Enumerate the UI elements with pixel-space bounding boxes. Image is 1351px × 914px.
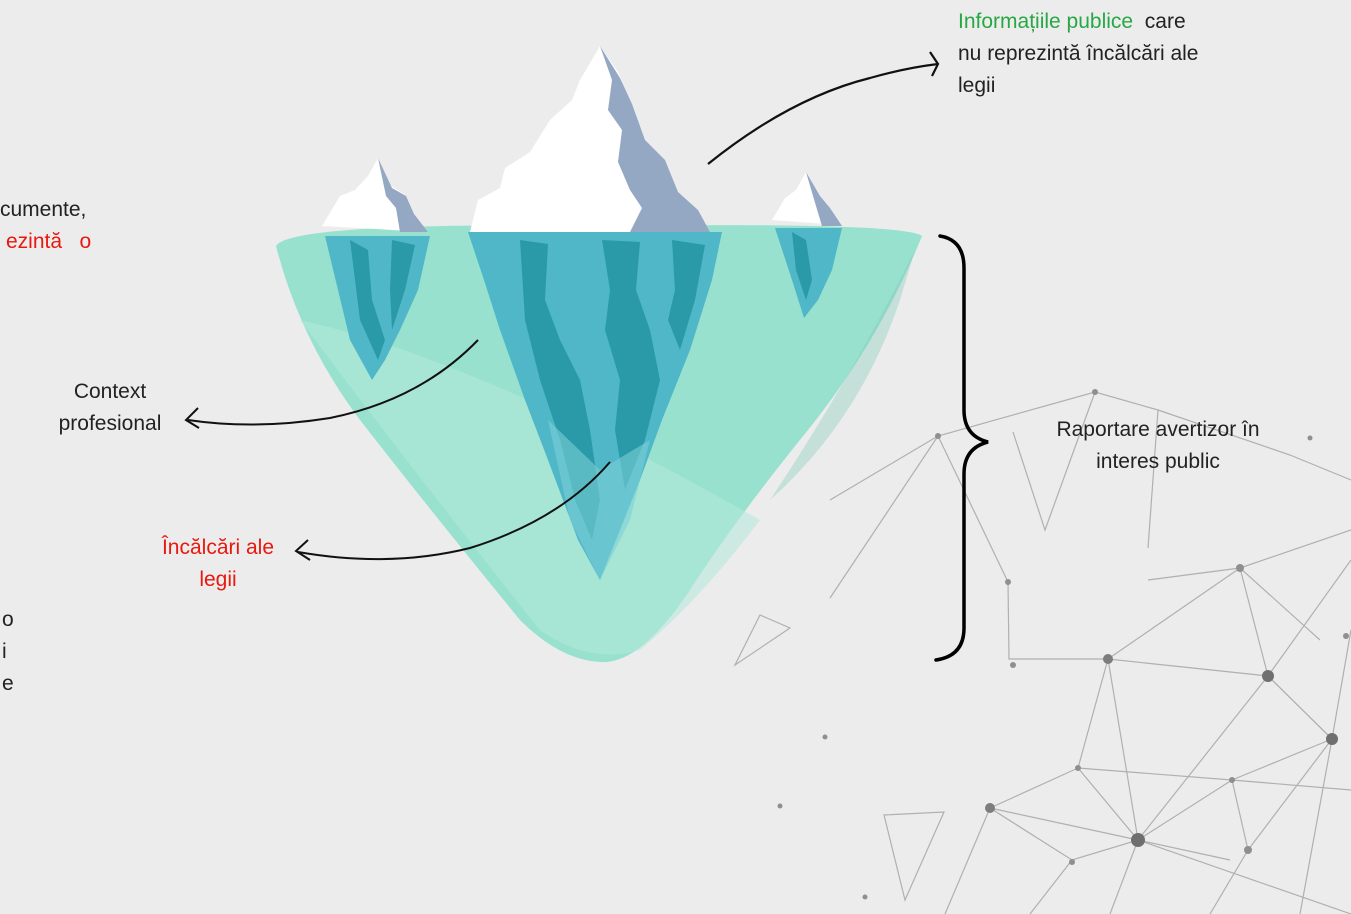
public-info-label: Informațiile publice care nu reprezintă … <box>958 6 1288 102</box>
reporting-line1: Raportare avertizor în <box>1056 418 1260 441</box>
context-label: Context profesional <box>40 376 180 440</box>
small-iceberg-right <box>772 172 842 318</box>
reporting-line2: interes public <box>1096 450 1220 473</box>
arrow-to-public-info <box>707 51 940 165</box>
context-line2: profesional <box>58 412 162 435</box>
violations-line1: Încălcări ale <box>161 536 275 559</box>
left-bottom-cut-text: o i e <box>2 604 14 700</box>
small-iceberg-left <box>322 158 430 380</box>
context-line1: Context <box>73 380 147 403</box>
left-cut-line2: ezintă o <box>6 230 92 253</box>
public-info-rest: care <box>1144 10 1186 33</box>
left-bottom-cut-line1: o <box>2 608 14 631</box>
violations-line2: legii <box>199 568 237 591</box>
main-iceberg <box>468 46 722 580</box>
violations-label: Încălcări ale legii <box>120 532 316 596</box>
public-info-line2: nu reprezintă încălcări ale <box>958 42 1199 65</box>
left-bottom-cut-line2: i <box>2 640 7 663</box>
curly-brace <box>934 234 989 662</box>
public-info-line3: legii <box>958 74 996 97</box>
left-bottom-cut-line3: e <box>2 672 14 695</box>
reporting-label: Raportare avertizor în interes public <box>1010 414 1306 478</box>
arrow-to-context <box>184 339 479 429</box>
public-info-highlight: Informațiile publice <box>958 10 1134 33</box>
water-shade <box>300 320 760 655</box>
left-cut-line1: cumente, <box>0 198 87 221</box>
network-nodes <box>777 389 1349 900</box>
arrow-to-violations <box>294 461 611 561</box>
left-cut-text: cumente, ezintă o <box>0 194 91 258</box>
